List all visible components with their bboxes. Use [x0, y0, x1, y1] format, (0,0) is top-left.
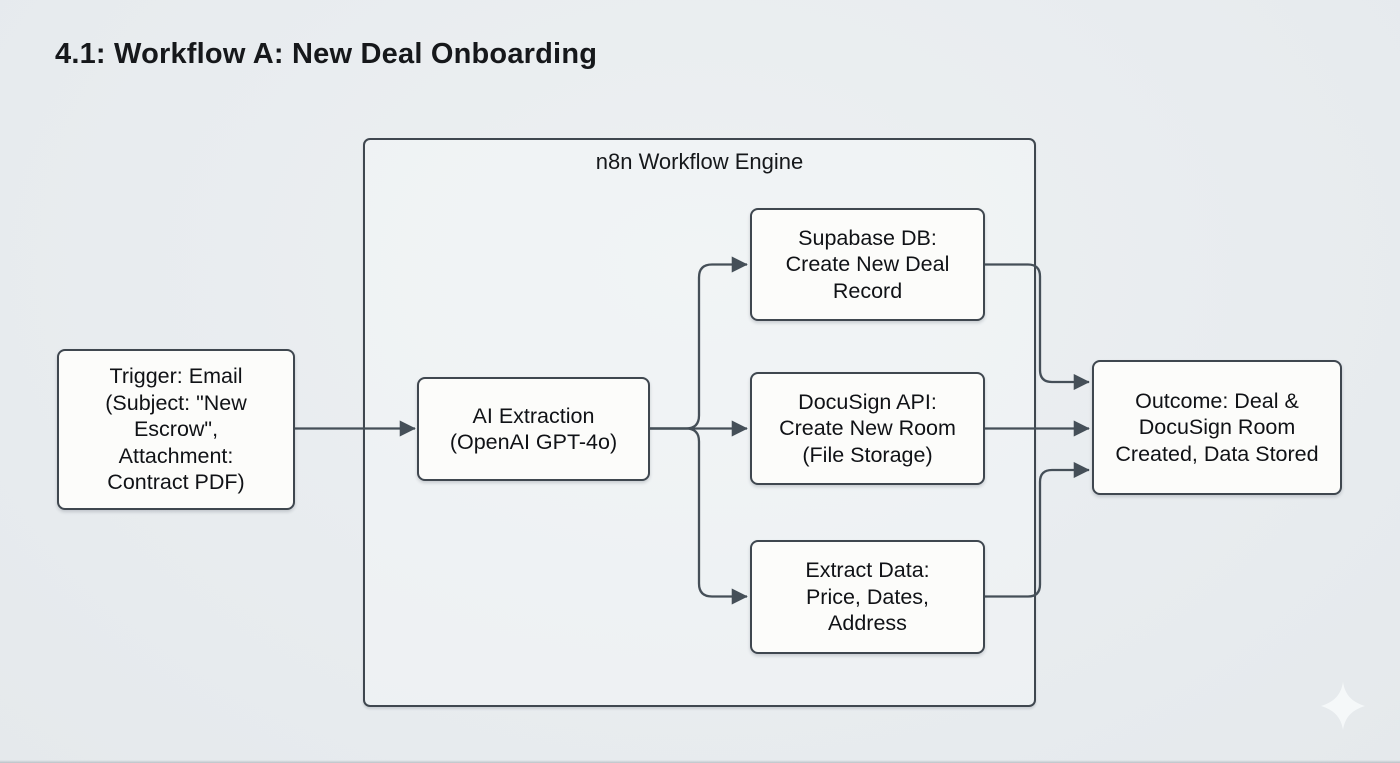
node-ai-extraction: AI Extraction (OpenAI GPT-4o) [417, 377, 650, 481]
node-extract-data-label: Extract Data: Price, Dates, Address [805, 558, 930, 636]
node-trigger-email: Trigger: Email (Subject: "New Escrow", A… [57, 349, 295, 510]
sparkle-icon [1321, 682, 1365, 730]
node-outcome: Outcome: Deal & DocuSign Room Created, D… [1092, 360, 1342, 495]
container-label: n8n Workflow Engine [595, 149, 804, 174]
node-extract-data: Extract Data: Price, Dates, Address [750, 540, 985, 654]
node-trigger-email-label: Trigger: Email (Subject: "New Escrow", A… [105, 364, 247, 495]
node-outcome-label: Outcome: Deal & DocuSign Room Created, D… [1115, 388, 1319, 466]
bottom-edge-shadow [0, 760, 1400, 763]
node-docusign-api: DocuSign API: Create New Room (File Stor… [750, 372, 985, 485]
node-supabase-db-label: Supabase DB: Create New Deal Record [785, 225, 950, 303]
page-title: 4.1: Workflow A: New Deal Onboarding [55, 38, 598, 70]
node-ai-extraction-label: AI Extraction (OpenAI GPT-4o) [449, 403, 618, 455]
node-docusign-api-label: DocuSign API: Create New Room (File Stor… [779, 389, 956, 467]
node-supabase-db: Supabase DB: Create New Deal Record [750, 208, 985, 321]
